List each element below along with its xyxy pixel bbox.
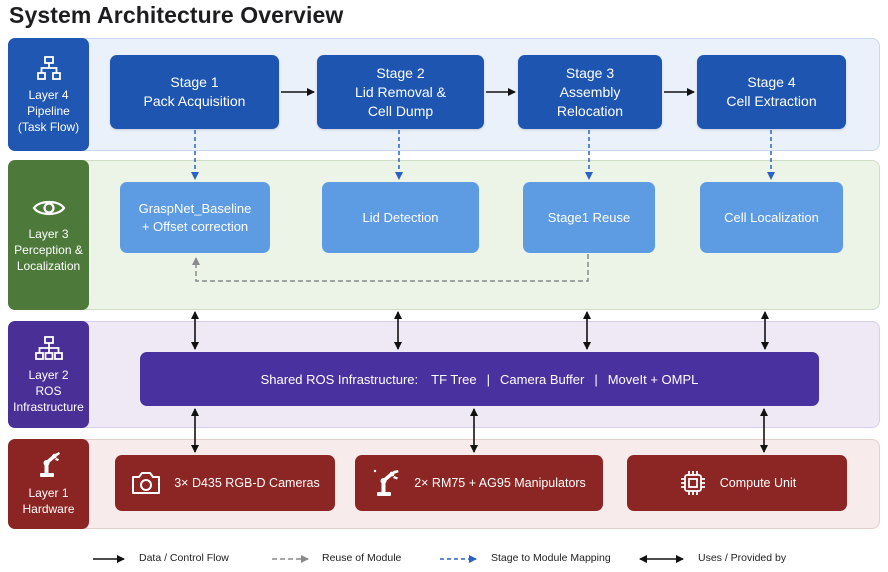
- stage-1-title: Stage 1: [170, 74, 219, 90]
- stage-2-desc-1: Lid Removal &: [354, 83, 447, 100]
- legend-label-uses: Uses / Provided by: [698, 552, 787, 564]
- hardware-manipulators-box: 2× RM75 + AG95 Manipulators: [355, 455, 603, 511]
- network-icon: [34, 335, 63, 360]
- perception-2-line-1: Lid Detection: [362, 209, 439, 225]
- stage-2-desc-2: Cell Dump: [367, 102, 434, 119]
- stage-3-desc-2: Relocation: [556, 102, 624, 119]
- layer-3-label: Layer 3 Perception & Localization: [8, 160, 89, 310]
- layer-2-label: Layer 2 ROS Infrastructure: [8, 321, 89, 428]
- stage-3-box: Stage 3 Assembly Relocation: [518, 55, 662, 129]
- hardware-compute-label: Compute Unit: [719, 476, 797, 490]
- layer-4-label: Layer 4 Pipeline (Task Flow): [8, 38, 89, 151]
- ros-separator-2: |: [594, 371, 598, 387]
- layer-2-line-1: Layer 2: [28, 367, 69, 382]
- chip-icon: [680, 471, 705, 495]
- perception-1-line-2: + Offset correction: [141, 218, 249, 234]
- hardware-manipulators-label: 2× RM75 + AG95 Manipulators: [414, 476, 586, 490]
- legend-label-reuse: Reuse of Module: [322, 552, 402, 564]
- stage-3-desc-1: Assembly: [559, 83, 621, 100]
- layer-4-line-2: Pipeline: [27, 103, 70, 118]
- hardware-cameras-label: 3× D435 RGB-D Cameras: [174, 476, 320, 490]
- ros-item-tf-tree: TF Tree: [431, 371, 477, 387]
- robot-arm-icon: [373, 469, 399, 496]
- perception-module-cell-localization: Cell Localization: [700, 182, 843, 253]
- legend-label-data-flow: Data / Control Flow: [139, 552, 229, 564]
- layer-2-line-2: ROS: [35, 383, 62, 398]
- stage-2-title: Stage 2: [376, 64, 425, 81]
- hierarchy-icon: [36, 55, 61, 80]
- perception-module-lid-detection: Lid Detection: [322, 182, 479, 253]
- ros-item-camera-buffer: Camera Buffer: [500, 371, 585, 387]
- layer-3-line-2: Perception &: [14, 243, 83, 257]
- perception-4-line-1: Cell Localization: [724, 209, 819, 225]
- perception-3-line-1: Stage1 Reuse: [547, 209, 631, 225]
- layer-3-line-3: Localization: [16, 259, 81, 273]
- stage-2-box: Stage 2 Lid Removal & Cell Dump: [317, 55, 484, 129]
- camera-icon: [132, 472, 161, 494]
- ros-separator-1: |: [486, 371, 491, 387]
- stage-4-box: Stage 4 Cell Extraction: [697, 55, 846, 129]
- layer-1-label: Layer 1 Hardware: [8, 439, 89, 529]
- stage-1-desc: Pack Acquisition: [143, 93, 246, 109]
- hardware-cameras-box: 3× D435 RGB-D Cameras: [115, 455, 335, 511]
- layer-4-line-3: (Task Flow): [17, 119, 80, 134]
- stage-1-box: Stage 1 Pack Acquisition: [110, 55, 279, 129]
- legend-label-mapping: Stage to Module Mapping: [491, 552, 611, 564]
- layer-1-line-2: Hardware: [22, 502, 75, 516]
- perception-module-graspnet: GraspNet_Baseline + Offset correction: [120, 182, 270, 253]
- stage-3-title: Stage 3: [565, 64, 615, 81]
- ros-item-moveit: MoveIt + OMPL: [607, 371, 699, 387]
- layer-1-line-1: Layer 1: [28, 486, 69, 500]
- legend: Data / Control Flow Reuse of Module Stag…: [0, 548, 888, 570]
- ros-infrastructure-bar: Shared ROS Infrastructure: TF Tree | Cam…: [140, 352, 819, 406]
- robot-arm-icon: [39, 452, 60, 477]
- layer-3-line-1: Layer 3: [28, 227, 69, 241]
- perception-1-line-1: GraspNet_Baseline: [138, 200, 252, 216]
- reuse-arrow-stage1: [192, 254, 589, 282]
- stage-4-title: Stage 4: [747, 74, 796, 90]
- layer-2-line-3: Infrastructure: [13, 399, 84, 414]
- page-title: System Architecture Overview: [9, 2, 344, 28]
- stage-4-desc: Cell Extraction: [726, 93, 817, 109]
- layer-4-line-1: Layer 4: [28, 87, 69, 102]
- hardware-compute-box: Compute Unit: [627, 455, 847, 511]
- perception-module-stage1-reuse: Stage1 Reuse: [523, 182, 655, 253]
- ros-label: Shared ROS Infrastructure:: [260, 371, 419, 387]
- eye-icon: [32, 200, 65, 216]
